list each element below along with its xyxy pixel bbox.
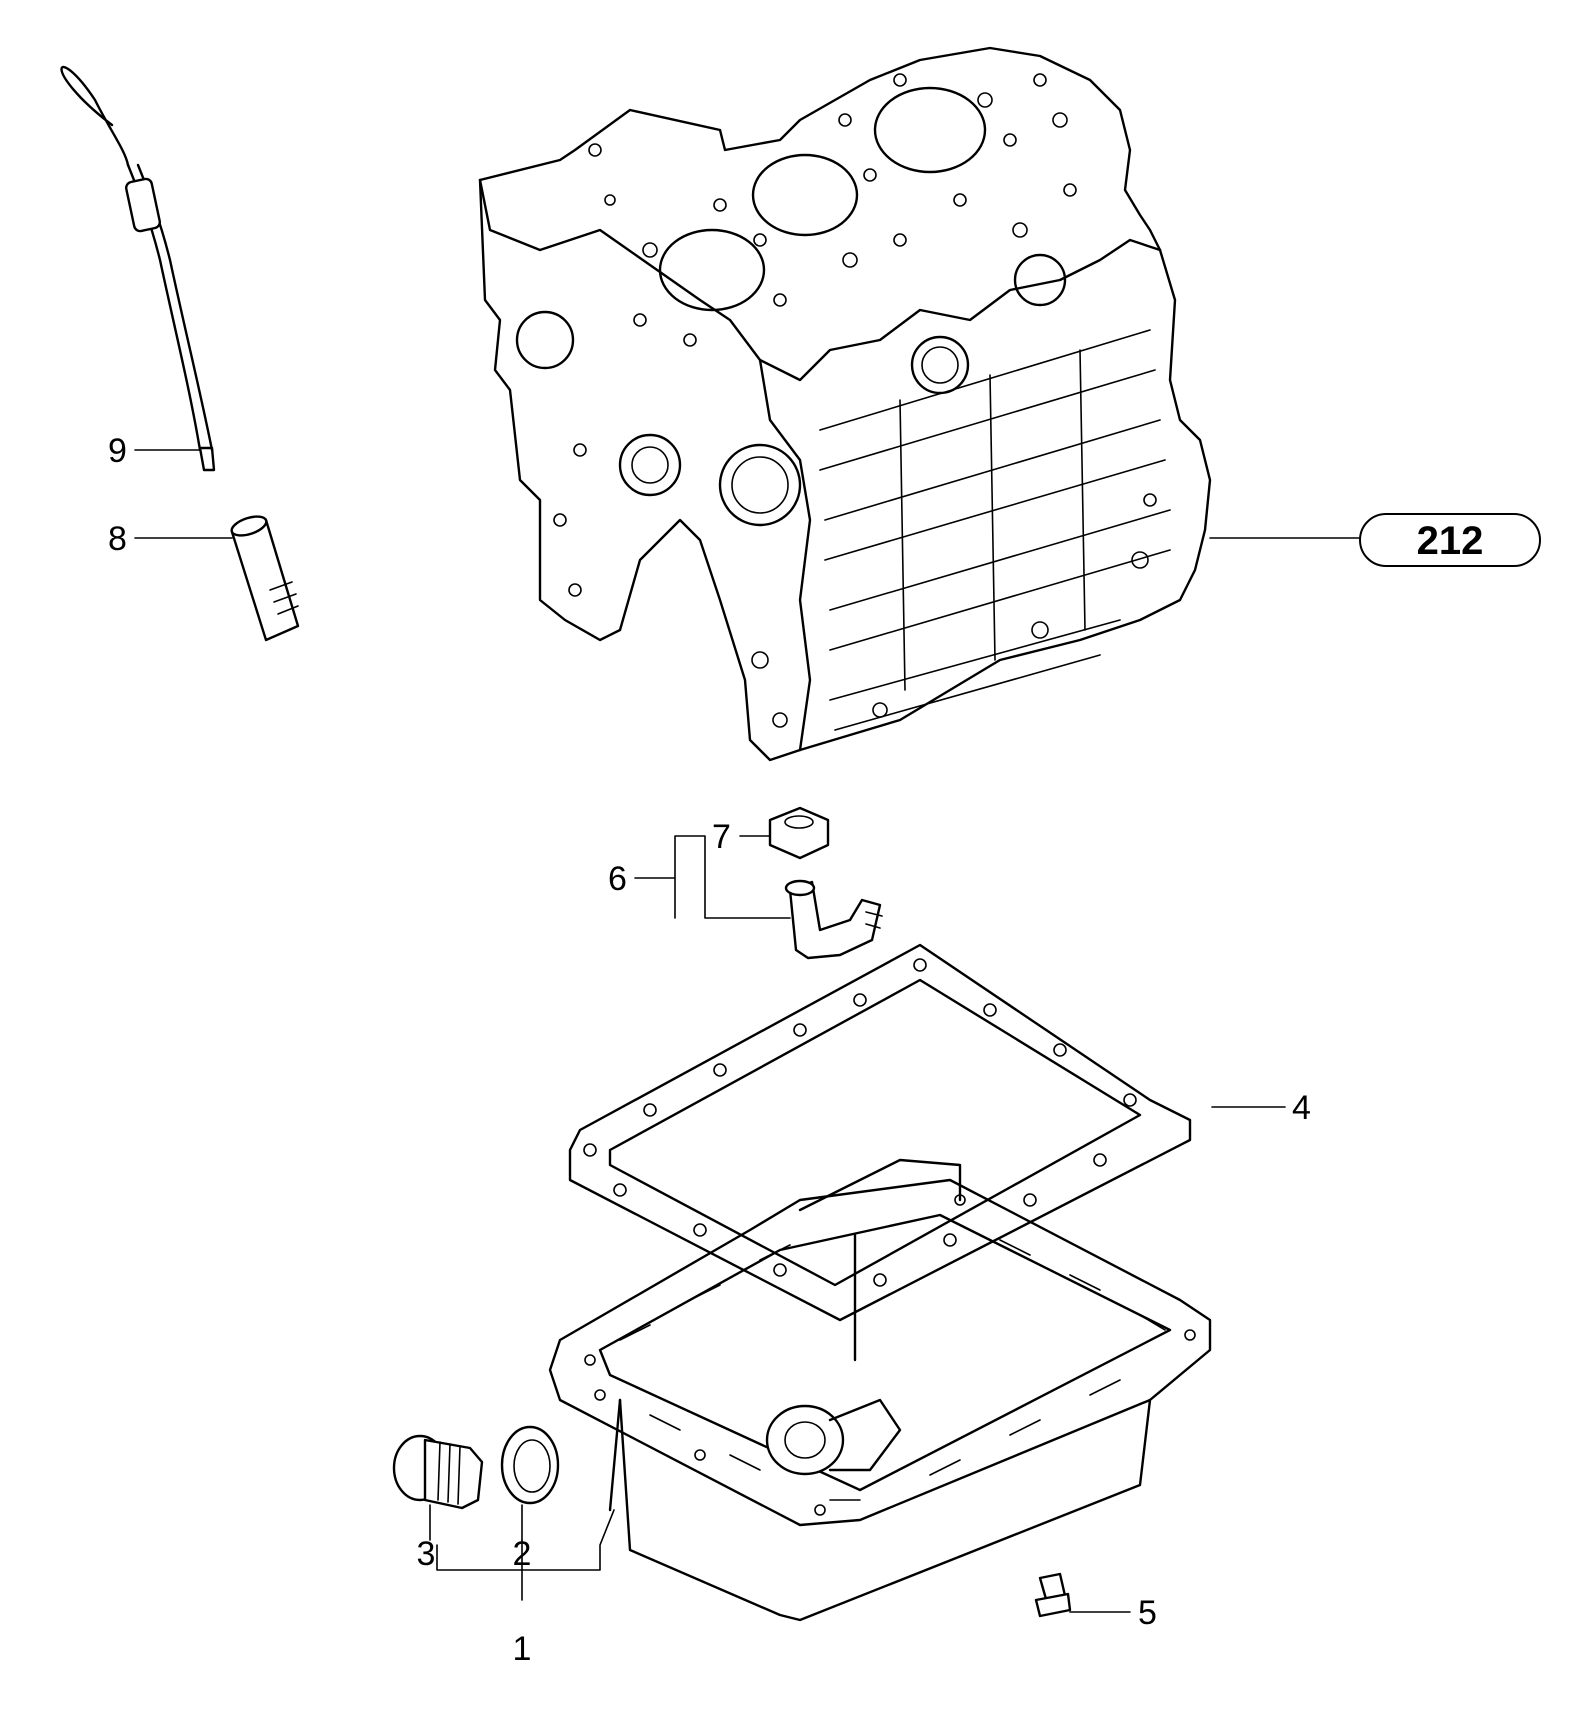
engine-block[interactable]	[478, 46, 1212, 762]
hex-nut[interactable]	[768, 806, 830, 860]
callout-1: 1	[513, 1630, 532, 1668]
drain-plug[interactable]	[392, 1434, 484, 1510]
elbow-fitting[interactable]	[784, 879, 883, 960]
oil-pan-gasket[interactable]	[568, 943, 1192, 1322]
oil-dipstick[interactable]	[60, 65, 216, 472]
callout-6: 6	[608, 860, 627, 898]
leader-lines	[134, 449, 1361, 1613]
callout-5: 5	[1138, 1594, 1157, 1632]
callout-8: 8	[108, 520, 127, 558]
reference-badge-label: 212	[1417, 519, 1484, 563]
small-plug[interactable]	[1034, 1572, 1072, 1618]
reference-badge[interactable]: 212	[1359, 513, 1541, 567]
callout-9: 9	[108, 432, 127, 470]
dipstick-guide-tube[interactable]	[229, 513, 300, 642]
callout-7: 7	[712, 818, 731, 856]
callout-4: 4	[1292, 1089, 1311, 1127]
callout-3: 3	[417, 1535, 436, 1573]
callout-labels: 9 8 7 6 4 3 2 1 5	[108, 432, 1311, 1668]
sealing-washer[interactable]	[500, 1425, 560, 1505]
callout-2: 2	[513, 1535, 532, 1573]
oil-pan[interactable]	[548, 1158, 1212, 1622]
